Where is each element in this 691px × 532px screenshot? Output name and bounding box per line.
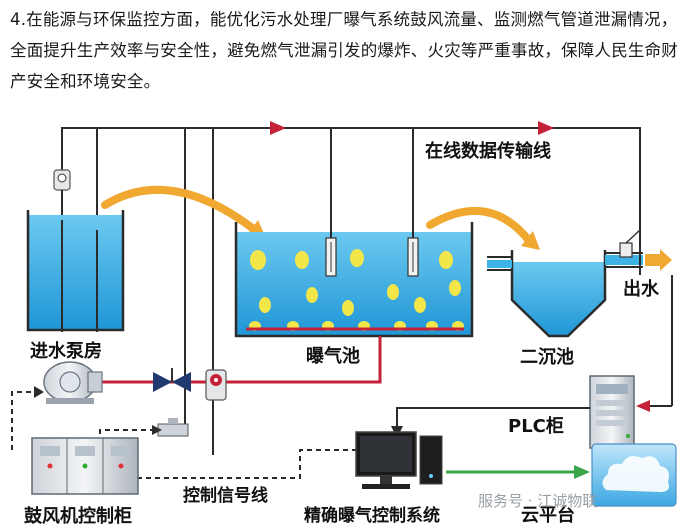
arrow-right-icon bbox=[270, 121, 286, 135]
control-system-computer-icon bbox=[355, 431, 443, 489]
arrow-right-icon bbox=[152, 425, 162, 435]
plc-cabinet-icon bbox=[589, 375, 635, 449]
aeration-tank-label: 曝气池 bbox=[306, 345, 360, 367]
effluent-sensor-icon bbox=[619, 229, 641, 258]
blower-cabinet-label: 鼓风机控制柜 bbox=[24, 505, 132, 527]
cloud-platform-icon bbox=[591, 443, 677, 507]
blower-icon bbox=[43, 361, 103, 404]
pressure-gauge-icon bbox=[157, 418, 189, 437]
control-system-label: 精确曝气控制系统 bbox=[304, 505, 440, 526]
flow-meter-icon bbox=[53, 169, 71, 220]
arrow-right-icon bbox=[538, 121, 554, 135]
inlet-pump-tank bbox=[26, 210, 125, 332]
do-probe-icon bbox=[325, 237, 337, 277]
clarifier-label: 二沉池 bbox=[520, 346, 574, 368]
inlet-pump-label: 进水泵房 bbox=[30, 340, 102, 362]
gas-flow-meter-icon bbox=[205, 369, 227, 401]
upload-arrow-icon bbox=[446, 465, 590, 479]
do-probe-icon bbox=[407, 237, 419, 277]
arrow-left-icon bbox=[636, 400, 650, 412]
air-pipeline bbox=[98, 336, 382, 384]
aeration-control-diagram: 在线数据传输线 进水泵房 bbox=[11, 121, 677, 527]
control-valve-icon bbox=[153, 368, 191, 392]
watermark: 服务号 · 江诚物联 bbox=[478, 492, 598, 510]
aeration-tank bbox=[234, 128, 474, 338]
outlet-arrow-icon bbox=[645, 249, 672, 271]
secondary-clarifier bbox=[487, 250, 643, 338]
data-line-label: 在线数据传输线 bbox=[425, 140, 551, 162]
arrow-right-icon bbox=[34, 386, 44, 398]
plc-connection bbox=[639, 240, 641, 275]
intro-paragraph: 4.在能源与环保监控方面，能优化污水处理厂曝气系统鼓风流量、监测燃气管道泄漏情况… bbox=[10, 10, 678, 91]
flow-arrow-orange-icon bbox=[426, 206, 540, 250]
blower-control-cabinet-icon bbox=[31, 437, 139, 495]
signal-line-label: 控制信号线 bbox=[183, 485, 268, 506]
data-transmission-line bbox=[61, 121, 641, 455]
outlet-label: 出水 bbox=[623, 278, 660, 300]
plc-cabinet-label: PLC柜 bbox=[508, 415, 564, 437]
plc-to-system-line bbox=[396, 407, 590, 428]
cloud-platform-label: 云平台 bbox=[521, 504, 575, 526]
